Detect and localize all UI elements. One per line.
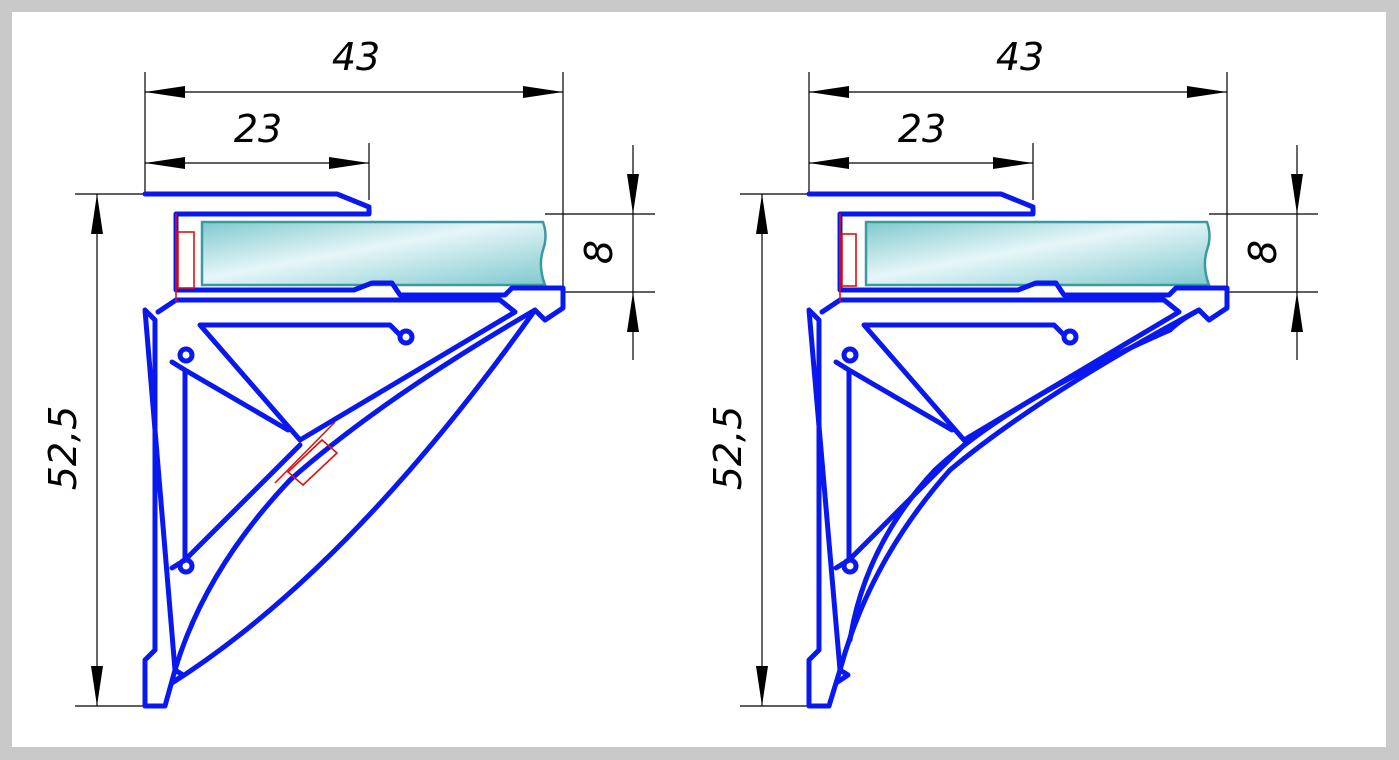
dimension-lines [75, 72, 655, 707]
dim-glass-thickness: 8 [577, 240, 621, 264]
dim-height: 52,5 [706, 406, 750, 491]
aluminium-profile [806, 191, 1230, 709]
gasket-seals [839, 214, 857, 302]
drawing-right: 43 23 8 52,5 [706, 35, 1318, 709]
dim-width-total: 43 [332, 35, 380, 79]
dim-glass-thickness: 8 [1241, 240, 1285, 264]
screw-boss [177, 346, 195, 364]
screw-boss [1061, 328, 1079, 346]
dim-width-total: 43 [996, 35, 1044, 79]
profile-inner-web [819, 297, 1182, 443]
profile-outer-arc [847, 307, 1202, 643]
profile-inner-web [155, 297, 518, 443]
glass-panel [200, 220, 547, 287]
profile-chamber [169, 359, 303, 571]
aluminium-profile [142, 191, 566, 709]
dim-width-lip: 23 [234, 107, 282, 151]
screw-boss [841, 557, 859, 575]
gasket-seals [175, 214, 339, 487]
drawing-sheet [12, 12, 1386, 747]
glass-panel [864, 220, 1211, 287]
dim-height: 52,5 [41, 406, 85, 491]
screw-boss [841, 346, 859, 364]
dim-width-lip: 23 [898, 107, 946, 151]
screw-boss [397, 328, 415, 346]
dimension-lines [740, 72, 1318, 707]
screw-boss [177, 557, 195, 575]
drawing-left: 43 23 8 52,5 [41, 35, 655, 709]
